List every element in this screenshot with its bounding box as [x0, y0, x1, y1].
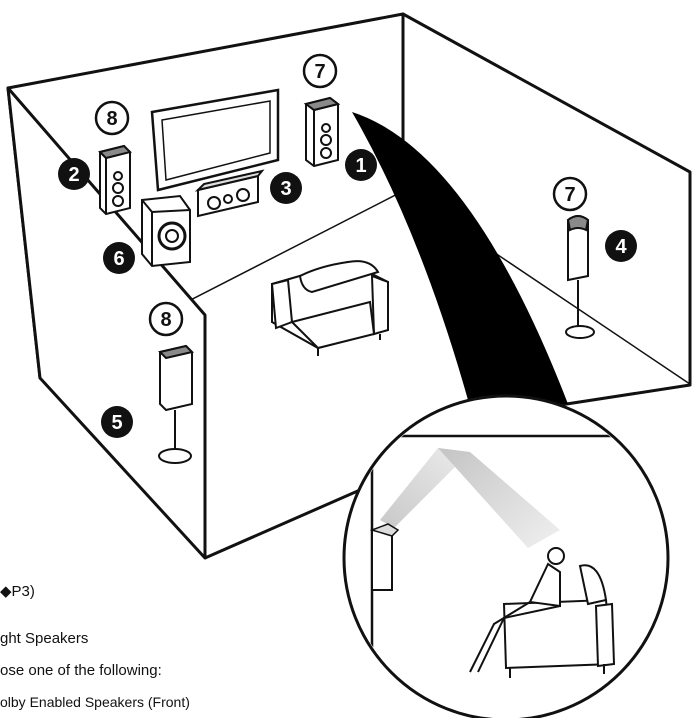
- surround-left-speaker: [158, 344, 194, 464]
- surround-right-speaker: [565, 215, 595, 339]
- marker-7-front: 7: [302, 53, 338, 89]
- marker-6: 6: [103, 242, 135, 274]
- front-right-speaker: [303, 96, 341, 168]
- svg-text:7: 7: [314, 61, 325, 83]
- reflection-beam-up: [380, 448, 470, 528]
- marker-3: 3: [270, 172, 302, 204]
- svg-text:2: 2: [68, 164, 79, 186]
- svg-text:7: 7: [564, 184, 575, 206]
- inset-circle: [342, 394, 670, 718]
- caption-page-ref: ◆P3): [0, 583, 35, 600]
- svg-text:8: 8: [106, 108, 117, 130]
- svg-text:3: 3: [280, 178, 291, 200]
- beam-icon: [352, 112, 568, 404]
- sofa: [270, 260, 389, 356]
- marker-1: 1: [345, 149, 377, 181]
- caption-speakers: ght Speakers: [0, 630, 89, 647]
- svg-text:4: 4: [615, 236, 627, 258]
- reflection-beam-down: [438, 448, 560, 548]
- subwoofer: [141, 194, 191, 268]
- marker-7-surround: 7: [552, 176, 588, 212]
- front-left-speaker: [98, 144, 132, 216]
- marker-5: 5: [101, 406, 133, 438]
- svg-text:8: 8: [160, 309, 171, 331]
- marker-8-surround: 8: [148, 301, 184, 337]
- svg-text:5: 5: [111, 412, 122, 434]
- marker-2: 2: [58, 158, 90, 190]
- tv: [150, 88, 280, 192]
- caption-choose: ose one of the following:: [0, 662, 162, 679]
- center-speaker: [194, 169, 265, 218]
- svg-text:6: 6: [113, 248, 124, 270]
- marker-4: 4: [605, 230, 637, 262]
- listener-on-armchair: [469, 547, 616, 678]
- caption-dolby: olby Enabled Speakers (Front): [0, 694, 190, 710]
- svg-text:1: 1: [355, 155, 366, 177]
- marker-8-front: 8: [94, 100, 130, 136]
